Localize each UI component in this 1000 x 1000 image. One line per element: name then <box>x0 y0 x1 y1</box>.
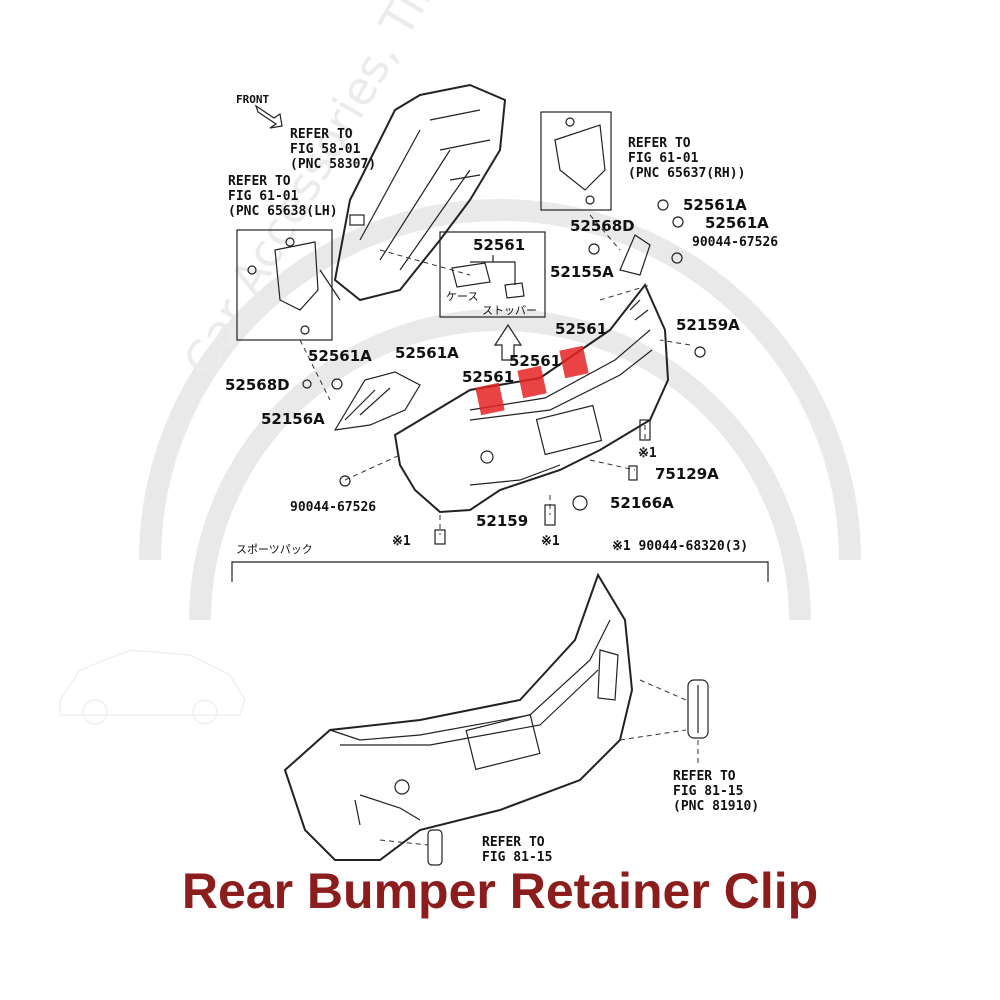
reflectors <box>379 679 709 866</box>
refer-fig-61-lh: REFER TO FIG 61-01 (PNC 65638(LH) <box>228 174 338 219</box>
left-retainer-bracket <box>333 371 421 431</box>
svg-text:52155A: 52155A <box>550 263 614 281</box>
right-retainer-bracket <box>619 234 651 276</box>
svg-text:(PNC 65637(RH)): (PNC 65637(RH)) <box>628 166 745 181</box>
refer-fig-81-right: REFER TO FIG 81-15 (PNC 81910) <box>673 769 759 814</box>
part-labels: 52561A 52561A 52568D 90044-67526 52155A … <box>225 196 778 554</box>
svg-text:FIG 58-01: FIG 58-01 <box>290 142 361 157</box>
svg-text:52568D: 52568D <box>225 376 290 394</box>
clip-highlight-1 <box>475 382 505 416</box>
svg-text:FIG 81-15: FIG 81-15 <box>482 850 552 865</box>
svg-text:52561: 52561 <box>555 320 607 338</box>
svg-text:52561A: 52561A <box>395 344 459 362</box>
svg-text:※1 90044-68320(3): ※1 90044-68320(3) <box>612 539 748 554</box>
svg-text:REFER TO: REFER TO <box>228 174 291 189</box>
leader-lines <box>299 214 691 535</box>
left-reflector <box>427 829 443 866</box>
svg-text:REFER TO: REFER TO <box>628 136 691 151</box>
refer-fig-61-rh: REFER TO FIG 61-01 (PNC 65637(RH)) <box>628 136 745 181</box>
svg-text:90044-67526: 90044-67526 <box>692 235 778 250</box>
svg-text:FIG 61-01: FIG 61-01 <box>628 151 699 166</box>
svg-text:52166A: 52166A <box>610 494 674 512</box>
svg-text:52159: 52159 <box>476 512 528 530</box>
front-arrow: FRONT <box>236 93 283 129</box>
svg-text:52561: 52561 <box>473 236 525 254</box>
clip-stopper-icon <box>504 282 525 299</box>
svg-text:52568D: 52568D <box>570 217 635 235</box>
sport-pack-section: スポーツパック <box>231 543 769 582</box>
sport-bumper <box>283 572 634 861</box>
svg-text:※1: ※1 <box>392 534 411 549</box>
svg-text:52561A: 52561A <box>308 347 372 365</box>
svg-text:ストッパー: ストッパー <box>482 304 537 317</box>
front-arrow-icon <box>254 104 283 129</box>
sport-plate-recess <box>465 713 541 771</box>
highlighted-clips <box>475 345 589 416</box>
svg-text:52159A: 52159A <box>676 316 740 334</box>
clip-highlight-3 <box>559 345 589 379</box>
svg-text:90044-67526: 90044-67526 <box>290 500 376 515</box>
car-watermark-icon <box>59 649 246 725</box>
svg-text:FIG 61-01: FIG 61-01 <box>228 189 299 204</box>
body-structure <box>319 83 507 302</box>
svg-text:52561: 52561 <box>509 352 561 370</box>
svg-text:スポーツパック: スポーツパック <box>236 543 313 556</box>
fasteners <box>302 199 706 545</box>
svg-text:52561: 52561 <box>462 368 514 386</box>
svg-text:(PNC 58307): (PNC 58307) <box>290 157 376 172</box>
svg-text:52156A: 52156A <box>261 410 325 428</box>
front-label: FRONT <box>236 93 269 106</box>
clip-inset-box: 52561 ケース ストッパー <box>439 231 546 361</box>
clip-highlight-2 <box>517 365 547 399</box>
rh-bracket-box <box>540 111 612 211</box>
license-plate-recess <box>535 404 603 456</box>
svg-text:REFER TO: REFER TO <box>673 769 736 784</box>
pointer-arrow-icon <box>493 323 523 361</box>
svg-text:※1: ※1 <box>638 446 657 461</box>
svg-text:ケース: ケース <box>446 290 478 303</box>
svg-text:52561A: 52561A <box>683 196 747 214</box>
svg-text:※1: ※1 <box>541 534 560 549</box>
svg-text:(PNC 65638(LH): (PNC 65638(LH) <box>228 204 338 219</box>
svg-text:(PNC 81910): (PNC 81910) <box>673 799 759 814</box>
svg-text:75129A: 75129A <box>655 465 719 483</box>
clip-case-icon <box>451 262 491 288</box>
svg-text:52561A: 52561A <box>705 214 769 232</box>
right-reflector <box>687 679 709 739</box>
svg-text:FIG 81-15: FIG 81-15 <box>673 784 743 799</box>
svg-text:REFER TO: REFER TO <box>482 835 545 850</box>
refer-fig-81-left: REFER TO FIG 81-15 <box>482 835 552 865</box>
svg-text:REFER TO: REFER TO <box>290 127 353 142</box>
refer-fig-58: REFER TO FIG 58-01 (PNC 58307) <box>290 127 376 172</box>
lh-bracket-box <box>236 229 333 341</box>
page-title: Rear Bumper Retainer Clip <box>181 863 819 919</box>
